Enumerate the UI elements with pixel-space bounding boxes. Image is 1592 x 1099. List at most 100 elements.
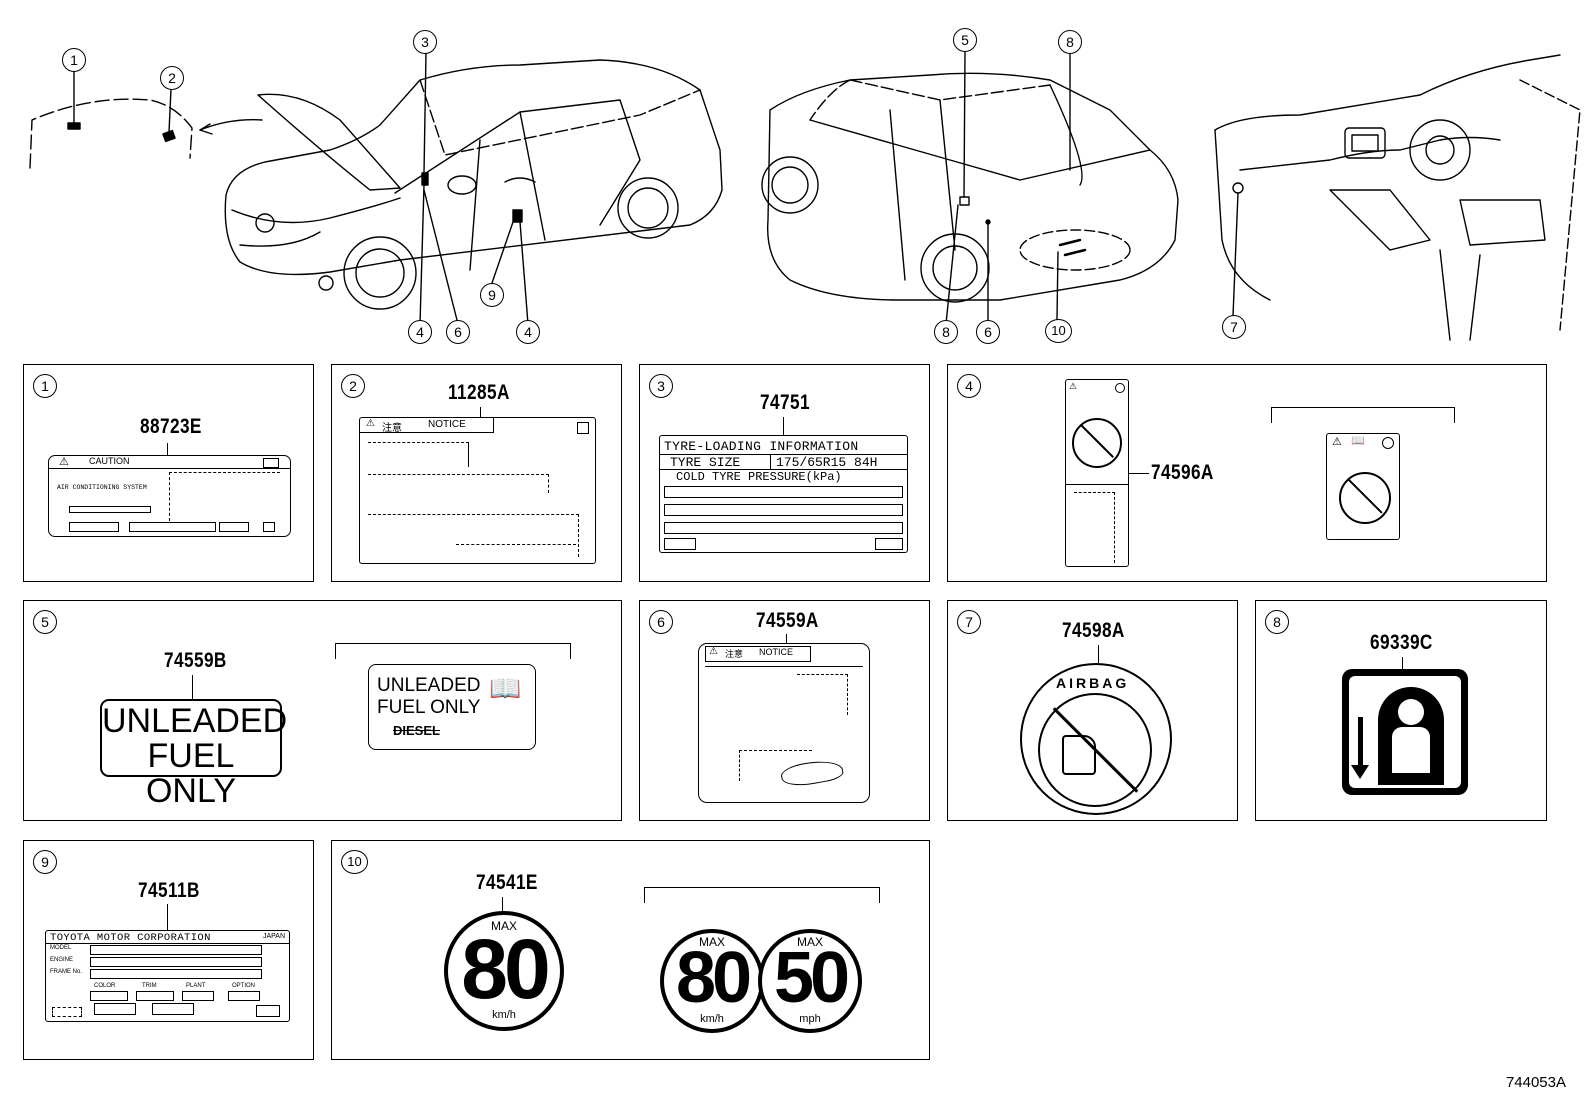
unleaded-fuel-sign: UNLEADED FUEL ONLY xyxy=(100,699,288,809)
speed-limit-sticker-80kmh: MAX 80 km/h xyxy=(444,911,564,1031)
part-number: 74511B xyxy=(138,879,200,902)
unleaded-line1: UNLEADED xyxy=(102,702,288,740)
callout-4[interactable]: 4 xyxy=(408,320,432,344)
trim-text: TRIM xyxy=(142,983,157,989)
panel-9: 9 74511B TOYOTA MOTOR CORPORATION JAPAN … xyxy=(23,840,314,1060)
tyre-title: TYRE-LOADING INFORMATION xyxy=(664,439,859,454)
callout-6[interactable]: 6 xyxy=(446,320,470,344)
panel-number: 2 xyxy=(341,374,365,398)
frame-text: FRAME No. xyxy=(50,969,83,975)
document-id: 744053A xyxy=(1505,1074,1566,1091)
ac-caution-label: ⚠ CAUTION AIR CONDITIONING SYSTEM xyxy=(48,455,291,537)
warning-triangle-icon: ⚠ xyxy=(366,418,375,429)
callout-10[interactable]: 10 xyxy=(1045,319,1072,343)
unleaded-fuel-label-alt: UNLEADED FUEL ONLY 📖 DIESEL xyxy=(368,664,536,750)
color-text: COLOR xyxy=(94,983,116,989)
japan-text: JAPAN xyxy=(262,933,285,940)
child-seat-icon xyxy=(1062,735,1096,775)
notice-label: ⚠ 注意 NOTICE xyxy=(359,417,596,564)
callout-6[interactable]: 6 xyxy=(976,320,1000,344)
notice-text: NOTICE xyxy=(759,647,794,657)
panel-6: 6 74559A ⚠ 注意 NOTICE xyxy=(639,600,930,821)
panel-number: 5 xyxy=(33,610,57,634)
speed-value: 80 xyxy=(675,938,752,1018)
max-text: MAX xyxy=(698,935,725,949)
alternative-bracket xyxy=(335,643,571,659)
panel-10: 10 74541E MAX 80 km/h MAX 80 km/h MAX 50… xyxy=(331,840,930,1060)
airbag-warning-label-tall: ⚠ xyxy=(1065,379,1129,567)
part-number: 74559B xyxy=(164,649,227,672)
speed-value: 50 xyxy=(773,938,850,1018)
book-icon: 📖 xyxy=(1351,435,1365,447)
speed-limit-sticker-80kmh-dual: MAX 80 km/h xyxy=(660,929,764,1033)
warning-triangle-icon: ⚠ xyxy=(709,646,718,657)
ac-system-text: AIR CONDITIONING SYSTEM xyxy=(57,484,147,491)
panel-1: 1 88723E ⚠ CAUTION AIR CONDITIONING SYST… xyxy=(23,364,314,582)
vehicle-id-plate: TOYOTA MOTOR CORPORATION JAPAN MODEL ENG… xyxy=(45,930,290,1022)
alternative-bracket xyxy=(1271,407,1455,423)
callout-8[interactable]: 8 xyxy=(1058,30,1082,54)
panel-number: 7 xyxy=(957,610,981,634)
diesel-text: DIESEL xyxy=(393,723,440,738)
panel-4: 4 ⚠ 74596A ⚠ 📖 xyxy=(947,364,1547,582)
tyre-size-label: TYRE SIZE xyxy=(670,455,741,470)
panel-number: 10 xyxy=(341,850,368,874)
part-number: 74751 xyxy=(760,391,810,414)
callout-8[interactable]: 8 xyxy=(934,320,958,344)
unleaded-alt-line2: FUEL ONLY xyxy=(377,697,481,718)
manual-info-icon: 📖 xyxy=(489,673,522,703)
airbag-disc-label: AIRBAG xyxy=(1020,663,1172,815)
engine-text: ENGINE xyxy=(50,957,74,963)
child-lock-icon xyxy=(1378,687,1444,785)
part-number: 74598A xyxy=(1062,619,1125,642)
tyre-loading-label: TYRE-LOADING INFORMATION TYRE SIZE 175/6… xyxy=(659,435,908,553)
alternative-bracket xyxy=(644,887,880,903)
tyre-pressure: COLD TYRE PRESSURE(kPa) xyxy=(676,470,842,484)
callout-2[interactable]: 2 xyxy=(160,66,184,90)
panel-number: 8 xyxy=(1265,610,1289,634)
panel-3: 3 74751 TYRE-LOADING INFORMATION TYRE SI… xyxy=(639,364,930,582)
tyre-size-value: 175/65R15 84H xyxy=(776,455,878,470)
speed-limit-sticker-50mph: MAX 50 mph xyxy=(758,929,862,1033)
callout-9[interactable]: 9 xyxy=(480,283,504,307)
panel-8: 8 69339C xyxy=(1255,600,1547,821)
panel-number: 1 xyxy=(33,374,57,398)
warning-triangle-icon: ⚠ xyxy=(1069,381,1078,391)
speed-unit: mph xyxy=(799,1013,821,1025)
speed-unit: km/h xyxy=(700,1013,724,1025)
callout-5[interactable]: 5 xyxy=(953,28,977,52)
part-number: 74596A xyxy=(1151,461,1214,484)
unleaded-line2: FUEL ONLY xyxy=(145,737,237,810)
model-text: MODEL xyxy=(50,945,72,951)
speed-value: 80 xyxy=(461,922,550,1016)
plant-text: PLANT xyxy=(186,983,206,989)
notice-label: ⚠ 注意 NOTICE xyxy=(698,643,870,803)
callout-3[interactable]: 3 xyxy=(413,30,437,54)
panel-5: 5 74559B UNLEADED FUEL ONLY UNLEADED FUE… xyxy=(23,600,622,821)
part-number: 69339C xyxy=(1370,631,1433,654)
panel-number: 4 xyxy=(957,374,981,398)
panel-number: 6 xyxy=(649,610,673,634)
speed-unit: km/h xyxy=(492,1009,516,1021)
panel-2: 2 11285A ⚠ 注意 NOTICE xyxy=(331,364,622,582)
panel-number: 3 xyxy=(649,374,673,398)
unleaded-alt-line1: UNLEADED xyxy=(377,675,481,696)
notice-text: NOTICE xyxy=(428,419,466,430)
part-number: 74559A xyxy=(756,609,819,632)
part-number: 88723E xyxy=(140,415,202,438)
part-number: 74541E xyxy=(476,871,538,894)
option-text: OPTION xyxy=(232,983,256,989)
callout-4[interactable]: 4 xyxy=(516,320,540,344)
arrow-down-icon xyxy=(1358,717,1363,769)
tmc-text: TOYOTA MOTOR CORPORATION xyxy=(50,932,211,944)
part-number: 11285A xyxy=(448,381,510,404)
airbag-text: AIRBAG xyxy=(1056,675,1130,691)
max-text: MAX xyxy=(796,935,823,949)
warning-triangle-icon: ⚠ xyxy=(59,456,69,468)
callout-1[interactable]: 1 xyxy=(62,48,86,72)
child-lock-label xyxy=(1342,669,1468,795)
vehicle-location-illustrations xyxy=(29,50,1581,341)
callout-7[interactable]: 7 xyxy=(1222,315,1246,339)
caution-text: CAUTION xyxy=(89,456,130,466)
airbag-warning-label-small: ⚠ 📖 xyxy=(1326,433,1400,540)
